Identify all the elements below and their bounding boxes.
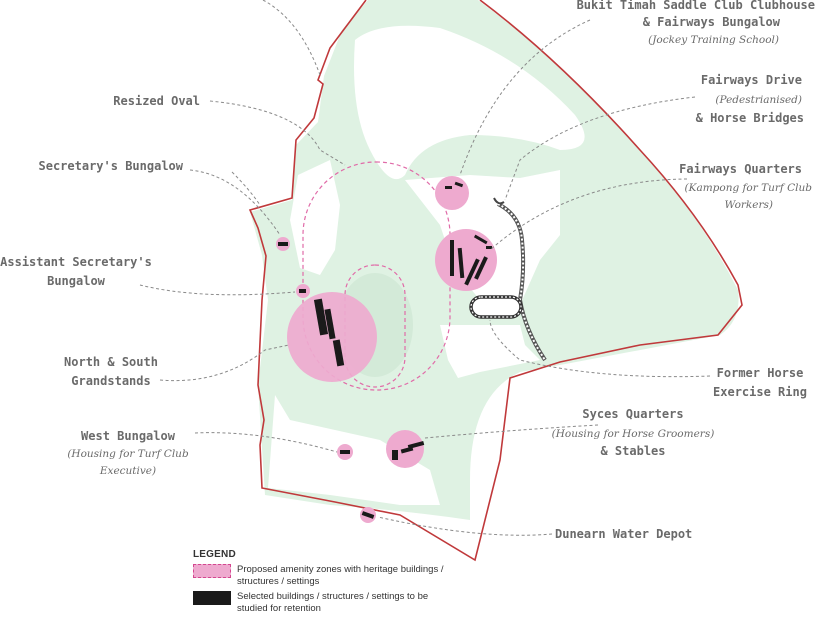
- label-fairways-quarters-sub1: (Kampong for Turf Club: [685, 182, 813, 194]
- legend-item-retention: Selected buildings / structures / settin…: [193, 591, 453, 615]
- label-syces-quarters-sub: (Housing for Horse Groomers): [552, 428, 715, 440]
- label-assistant-secretary-1: Assistant Secretary's: [0, 255, 152, 269]
- label-syces-quarters-1: Syces Quarters: [582, 407, 683, 421]
- label-fairways-quarters-1: Fairways Quarters: [679, 162, 802, 176]
- label-assistant-secretary-2: Bungalow: [47, 274, 106, 288]
- label-syces-quarters-2: & Stables: [600, 444, 665, 458]
- label-water-depot: Dunearn Water Depot: [555, 527, 692, 541]
- label-grandstands-2: Grandstands: [71, 374, 150, 388]
- label-west-bungalow-sub2: Executive): [99, 465, 156, 477]
- site-boundary: [248, 0, 743, 562]
- label-fairways-quarters-sub2: Workers): [724, 199, 773, 211]
- buildings: [278, 181, 492, 519]
- leader-lines: [139, 0, 711, 536]
- legend-item-amenity-zone: Proposed amenity zones with heritage bui…: [193, 564, 453, 588]
- label-clubhouse-2: & Fairways Bungalow: [643, 15, 781, 29]
- label-clubhouse-1: Bukit Timah Saddle Club Clubhouse: [577, 0, 815, 12]
- label-fairways-drive-2: & Horse Bridges: [696, 111, 804, 125]
- legend: LEGEND Proposed amenity zones with herit…: [193, 549, 453, 618]
- label-grandstands-1: North & South: [64, 355, 158, 369]
- label-horse-ring-1: Former Horse: [717, 366, 804, 380]
- label-secretary-bungalow: Secretary's Bungalow: [39, 159, 184, 173]
- legend-item-text: Proposed amenity zones with heritage bui…: [237, 564, 444, 587]
- label-fairways-drive-sub: (Pedestrianised): [715, 94, 802, 106]
- label-west-bungalow: West Bungalow: [81, 429, 176, 443]
- label-horse-ring-2: Exercise Ring: [713, 385, 807, 399]
- horse-exercise-ring: [469, 295, 523, 319]
- legend-title: LEGEND: [193, 549, 236, 560]
- fairways-drive-path: [497, 202, 547, 362]
- zone-clubhouse: [435, 176, 469, 210]
- label-resized-oval: Resized Oval: [113, 94, 200, 108]
- label-fairways-drive-1: Fairways Drive: [701, 73, 802, 87]
- label-clubhouse-sub: (Jockey Training School): [648, 34, 779, 46]
- legend-item-text: Selected buildings / structures / settin…: [237, 591, 429, 614]
- pink-zone-swatch: [193, 564, 231, 578]
- label-west-bungalow-sub1: (Housing for Turf Club: [67, 448, 189, 460]
- black-building-swatch: [193, 591, 231, 605]
